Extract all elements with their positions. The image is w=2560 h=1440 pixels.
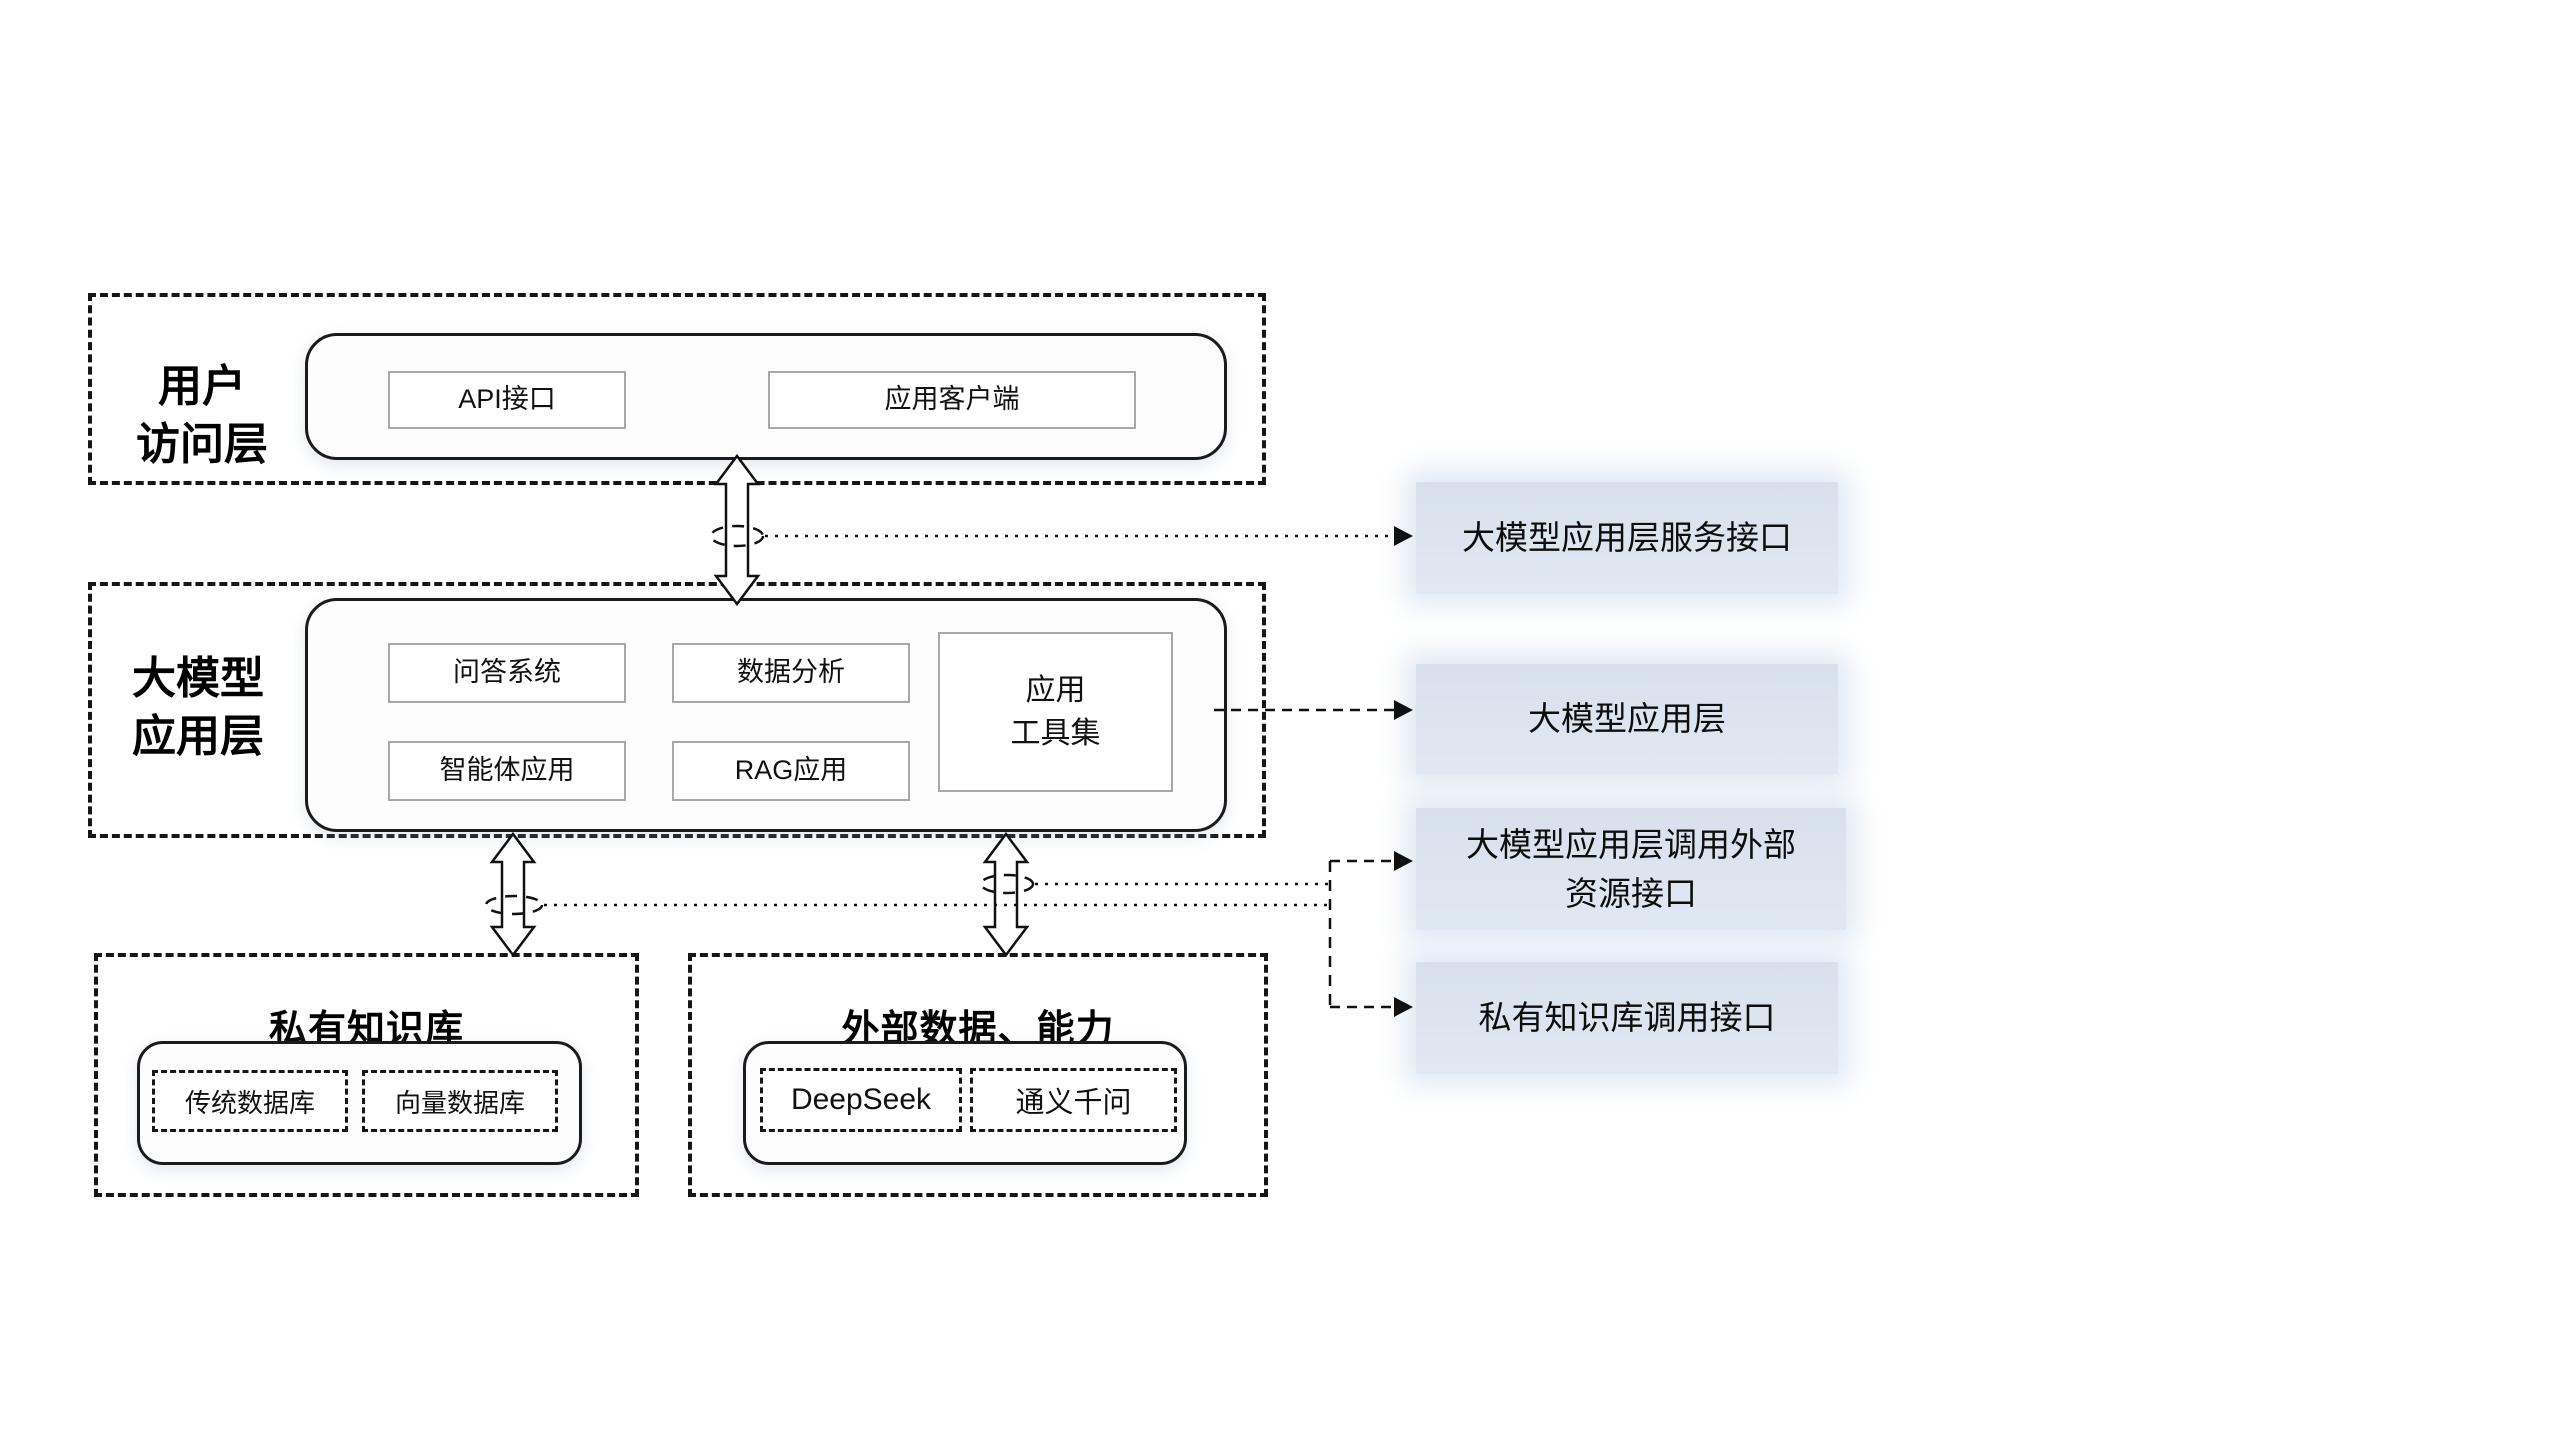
callout-app-layer-label: 大模型应用层 xyxy=(1528,700,1726,738)
api-interface-box: API接口 xyxy=(388,371,626,429)
app-toolset-box: 应用 工具集 xyxy=(938,632,1173,792)
qwen-box: 通义千问 xyxy=(970,1068,1177,1132)
arrowhead-ext-resource xyxy=(1394,851,1413,871)
user-access-layer-label: 用户 访问层 xyxy=(108,358,296,474)
callout-ext-resource-line2: 资源接口 xyxy=(1565,875,1697,912)
vector-db-box: 向量数据库 xyxy=(362,1070,558,1132)
app-client-box: 应用客户端 xyxy=(768,371,1136,429)
external-data-frame xyxy=(688,953,1268,1197)
api-interface-label: API接口 xyxy=(458,384,556,415)
vector-db-label: 向量数据库 xyxy=(394,1087,525,1118)
qwen-label: 通义千问 xyxy=(1015,1087,1132,1119)
callout-service-api: 大模型应用层服务接口 xyxy=(1416,482,1838,594)
rag-app-label: RAG应用 xyxy=(734,755,848,786)
agent-app-label: 智能体应用 xyxy=(439,755,575,786)
arrowhead-app-layer xyxy=(1394,700,1413,720)
rag-app-box: RAG应用 xyxy=(672,741,910,801)
user-access-layer-label-line1: 用户 xyxy=(158,362,246,411)
llm-app-layer-label-line1: 大模型 xyxy=(132,654,264,703)
callout-ext-resource-line1: 大模型应用层调用外部 xyxy=(1466,825,1796,863)
app-client-label: 应用客户端 xyxy=(884,384,1020,415)
link-ellipse-kb xyxy=(484,894,544,916)
app-toolset-label-line1: 应用 xyxy=(1025,673,1086,707)
user-access-layer-label-line2: 访问层 xyxy=(136,420,268,470)
callout-kb-call-label: 私有知识库调用接口 xyxy=(1478,999,1776,1037)
qa-system-label: 问答系统 xyxy=(453,657,561,688)
arrowhead-kb-call xyxy=(1394,997,1413,1017)
traditional-db-label: 传统数据库 xyxy=(184,1087,315,1118)
arrowhead-service-api xyxy=(1394,526,1413,546)
agent-app-box: 智能体应用 xyxy=(388,741,626,801)
llm-app-layer-label: 大模型 应用层 xyxy=(100,650,296,766)
data-analysis-label: 数据分析 xyxy=(737,657,845,688)
app-toolset-label-line2: 工具集 xyxy=(1010,717,1101,750)
callout-kb-call: 私有知识库调用接口 xyxy=(1416,962,1838,1074)
deepseek-box: DeepSeek xyxy=(760,1068,962,1132)
callout-service-api-label: 大模型应用层服务接口 xyxy=(1462,519,1792,557)
private-kb-frame xyxy=(94,953,639,1197)
double-arrow-llm-kb xyxy=(489,831,537,958)
llm-app-layer-label-line2: 应用层 xyxy=(132,712,264,762)
callout-app-layer: 大模型应用层 xyxy=(1416,664,1838,774)
double-arrow-llm-external xyxy=(982,831,1030,958)
deepseek-label: DeepSeek xyxy=(790,1083,932,1116)
link-ellipse-top xyxy=(709,524,765,548)
callout-ext-resource: 大模型应用层调用外部 资源接口 xyxy=(1416,808,1846,930)
link-ellipse-external xyxy=(979,873,1035,895)
data-analysis-box: 数据分析 xyxy=(672,643,910,703)
qa-system-box: 问答系统 xyxy=(388,643,626,703)
user-access-layer-frame xyxy=(88,293,1266,485)
traditional-db-box: 传统数据库 xyxy=(152,1070,348,1132)
